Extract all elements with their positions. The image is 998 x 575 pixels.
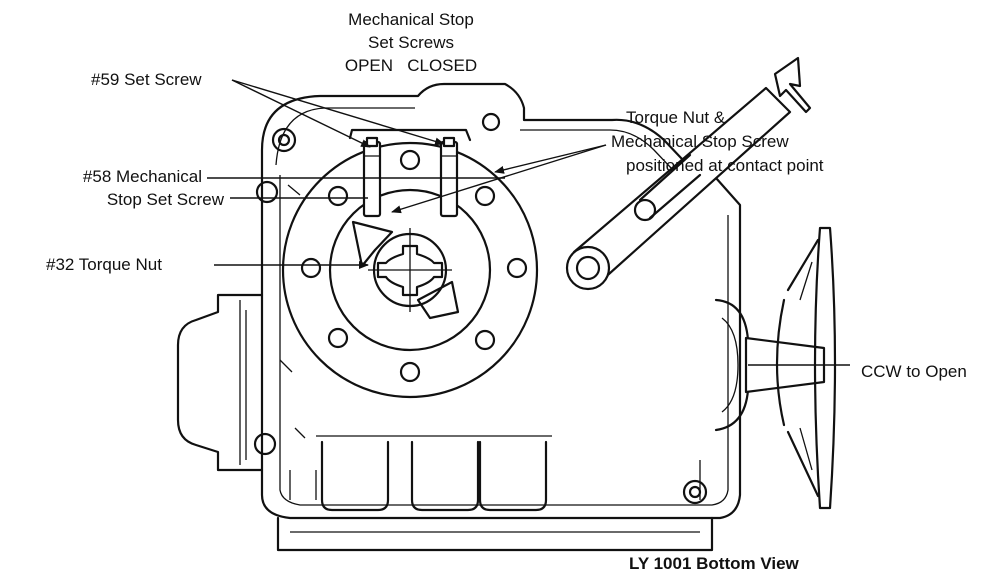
- label-mech-stop-58-line2: Stop Set Screw: [107, 190, 225, 209]
- label-mech-stop-title: Mechanical Stop: [348, 10, 474, 29]
- mounting-flange: [281, 128, 539, 399]
- leader-lines: [207, 79, 850, 366]
- torque-nut: [351, 220, 460, 320]
- label-mech-stop-58-line1: #58 Mechanical: [83, 167, 202, 186]
- lever-arm: [565, 56, 812, 291]
- label-contact-line1: Torque Nut &: [626, 108, 726, 127]
- label-set-screw-59: #59 Set Screw: [91, 70, 202, 89]
- label-torque-nut-32: #32 Torque Nut: [46, 255, 162, 274]
- handwheel: [744, 226, 837, 510]
- label-mech-stop-subtitle: Set Screws: [368, 33, 454, 52]
- label-contact-line2: Mechanical Stop Screw: [611, 132, 789, 151]
- label-ccw-open: CCW to Open: [861, 362, 967, 381]
- mechanical-stop-set-screws: [362, 136, 459, 218]
- housing-bolts: [253, 112, 708, 505]
- diagram-caption: LY 1001 Bottom View: [629, 554, 800, 573]
- label-open-closed: OPEN CLOSED: [345, 56, 477, 75]
- callout-labels: Mechanical Stop Set Screws OPEN CLOSED #…: [46, 10, 967, 573]
- gearbox-housing: [176, 82, 750, 552]
- label-contact-line3: positioned at contact point: [626, 156, 824, 175]
